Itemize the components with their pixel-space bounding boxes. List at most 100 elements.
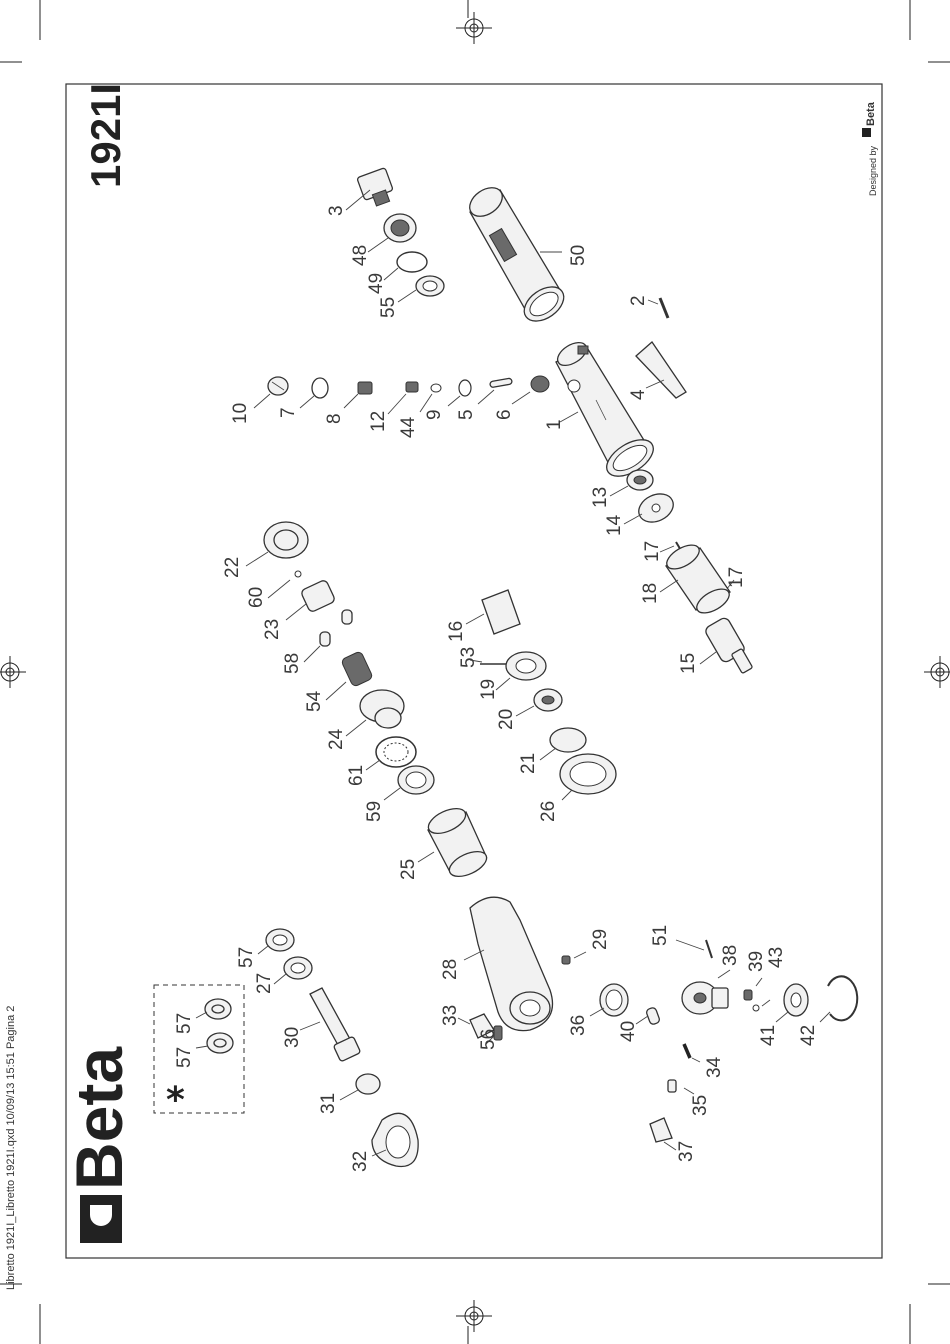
label-39: 39	[746, 951, 767, 972]
svg-text:Designed by: Designed by	[868, 145, 878, 196]
label-22: 22	[222, 557, 243, 578]
part-3-air-inlet	[346, 168, 393, 210]
label-32: 32	[350, 1151, 371, 1172]
part-16-blades	[466, 590, 520, 634]
label-26: 26	[538, 801, 559, 822]
part-29-screw	[562, 952, 586, 964]
label-19: 19	[478, 679, 499, 700]
designed-by-mark: Designed by Beta	[862, 101, 878, 196]
part-5-pin	[478, 378, 512, 404]
label-25: 25	[398, 859, 419, 880]
part-36-seal-ring	[590, 984, 628, 1016]
part-41-washer	[776, 984, 808, 1022]
label-15: 15	[678, 653, 699, 674]
part-25-ring-gear	[418, 803, 490, 881]
label-50: 50	[568, 245, 589, 266]
label-10: 10	[230, 403, 251, 424]
label-53: 53	[458, 647, 479, 668]
label-59: 59	[364, 801, 385, 822]
label-49: 49	[366, 273, 387, 294]
registration-mark-right	[924, 656, 950, 688]
label-41: 41	[758, 1025, 779, 1046]
label-35: 35	[690, 1095, 711, 1116]
part-32-ratchet-body	[372, 1113, 418, 1166]
part-20-bearing	[516, 689, 562, 716]
part-58-rollers	[304, 610, 352, 662]
part-12-valve	[388, 382, 418, 414]
part-59-bushing	[384, 766, 434, 800]
label-16: 16	[446, 621, 467, 642]
label-31: 31	[318, 1093, 339, 1114]
part-10-screw-cap	[254, 377, 288, 408]
part-23-spindle	[286, 579, 336, 620]
label-4: 4	[628, 389, 649, 400]
part-57-bushing	[258, 929, 294, 954]
part-55-washer	[398, 276, 444, 302]
label-51: 51	[650, 925, 671, 946]
part-48-nut	[368, 214, 416, 252]
part-42-snap-ring	[820, 976, 857, 1022]
part-14-end-plate	[624, 489, 678, 528]
label-2: 2	[628, 295, 649, 306]
label-57a: 57	[236, 947, 257, 968]
label-5: 5	[456, 409, 477, 420]
part-35-pawl	[668, 1080, 694, 1094]
part-18-cylinder	[660, 540, 733, 618]
page-frame	[66, 84, 882, 1258]
part-8-spring	[344, 382, 372, 408]
part-31-cap	[340, 1074, 380, 1100]
part-43-ball	[753, 1000, 770, 1011]
label-14: 14	[604, 514, 625, 536]
part-28-ratchet-housing	[464, 897, 553, 1030]
label-38: 38	[720, 945, 741, 966]
label-57c: 57	[174, 1047, 195, 1068]
label-37: 37	[676, 1141, 697, 1162]
label-34: 34	[704, 1056, 725, 1078]
label-27: 27	[254, 973, 275, 994]
label-57b: 57	[174, 1013, 195, 1034]
part-38-square-drive	[682, 970, 730, 1014]
registration-mark-top	[456, 12, 492, 44]
label-12: 12	[368, 411, 389, 432]
part-44-seal	[420, 384, 441, 412]
label-40: 40	[618, 1021, 639, 1042]
label-56: 56	[478, 1029, 499, 1050]
part-54-spring	[326, 651, 373, 700]
label-3: 3	[326, 205, 347, 216]
part-9-o-ring	[448, 380, 471, 406]
label-58: 58	[282, 653, 303, 674]
label-55: 55	[378, 297, 399, 318]
label-29: 29	[590, 929, 611, 950]
label-17b: 17	[726, 567, 747, 588]
label-61: 61	[346, 765, 367, 786]
file-slug: Libretto 1921I_Libretto 1921I.qxd 10/09/…	[5, 1006, 17, 1290]
part-49-o-ring	[384, 252, 427, 280]
part-30-crankshaft	[300, 988, 361, 1062]
label-13: 13	[590, 487, 611, 508]
label-60: 60	[246, 587, 267, 608]
label-44: 44	[398, 416, 419, 438]
part-2-pin	[648, 298, 668, 318]
label-7: 7	[278, 407, 299, 418]
label-33: 33	[440, 1005, 461, 1026]
model-title: 1921I	[82, 83, 129, 188]
registration-mark-bottom	[456, 1300, 492, 1332]
label-20: 20	[496, 709, 517, 730]
label-9: 9	[424, 409, 445, 420]
label-21: 21	[518, 753, 539, 774]
kit-asterisk: *	[166, 1080, 185, 1121]
label-1: 1	[544, 419, 565, 430]
label-24: 24	[326, 728, 347, 750]
svg-text:Beta: Beta	[62, 1046, 136, 1190]
label-30: 30	[282, 1027, 303, 1048]
part-37-reverse-knob	[650, 1118, 676, 1150]
part-22-gear-housing	[246, 522, 308, 566]
label-6: 6	[494, 409, 515, 420]
part-40-pin	[636, 1007, 660, 1025]
part-7-o-ring	[300, 378, 328, 408]
label-28: 28	[440, 959, 461, 980]
part-61-thrust-bearing	[366, 737, 416, 770]
label-42: 42	[798, 1025, 819, 1046]
bushing-kit-box: *	[154, 985, 244, 1121]
